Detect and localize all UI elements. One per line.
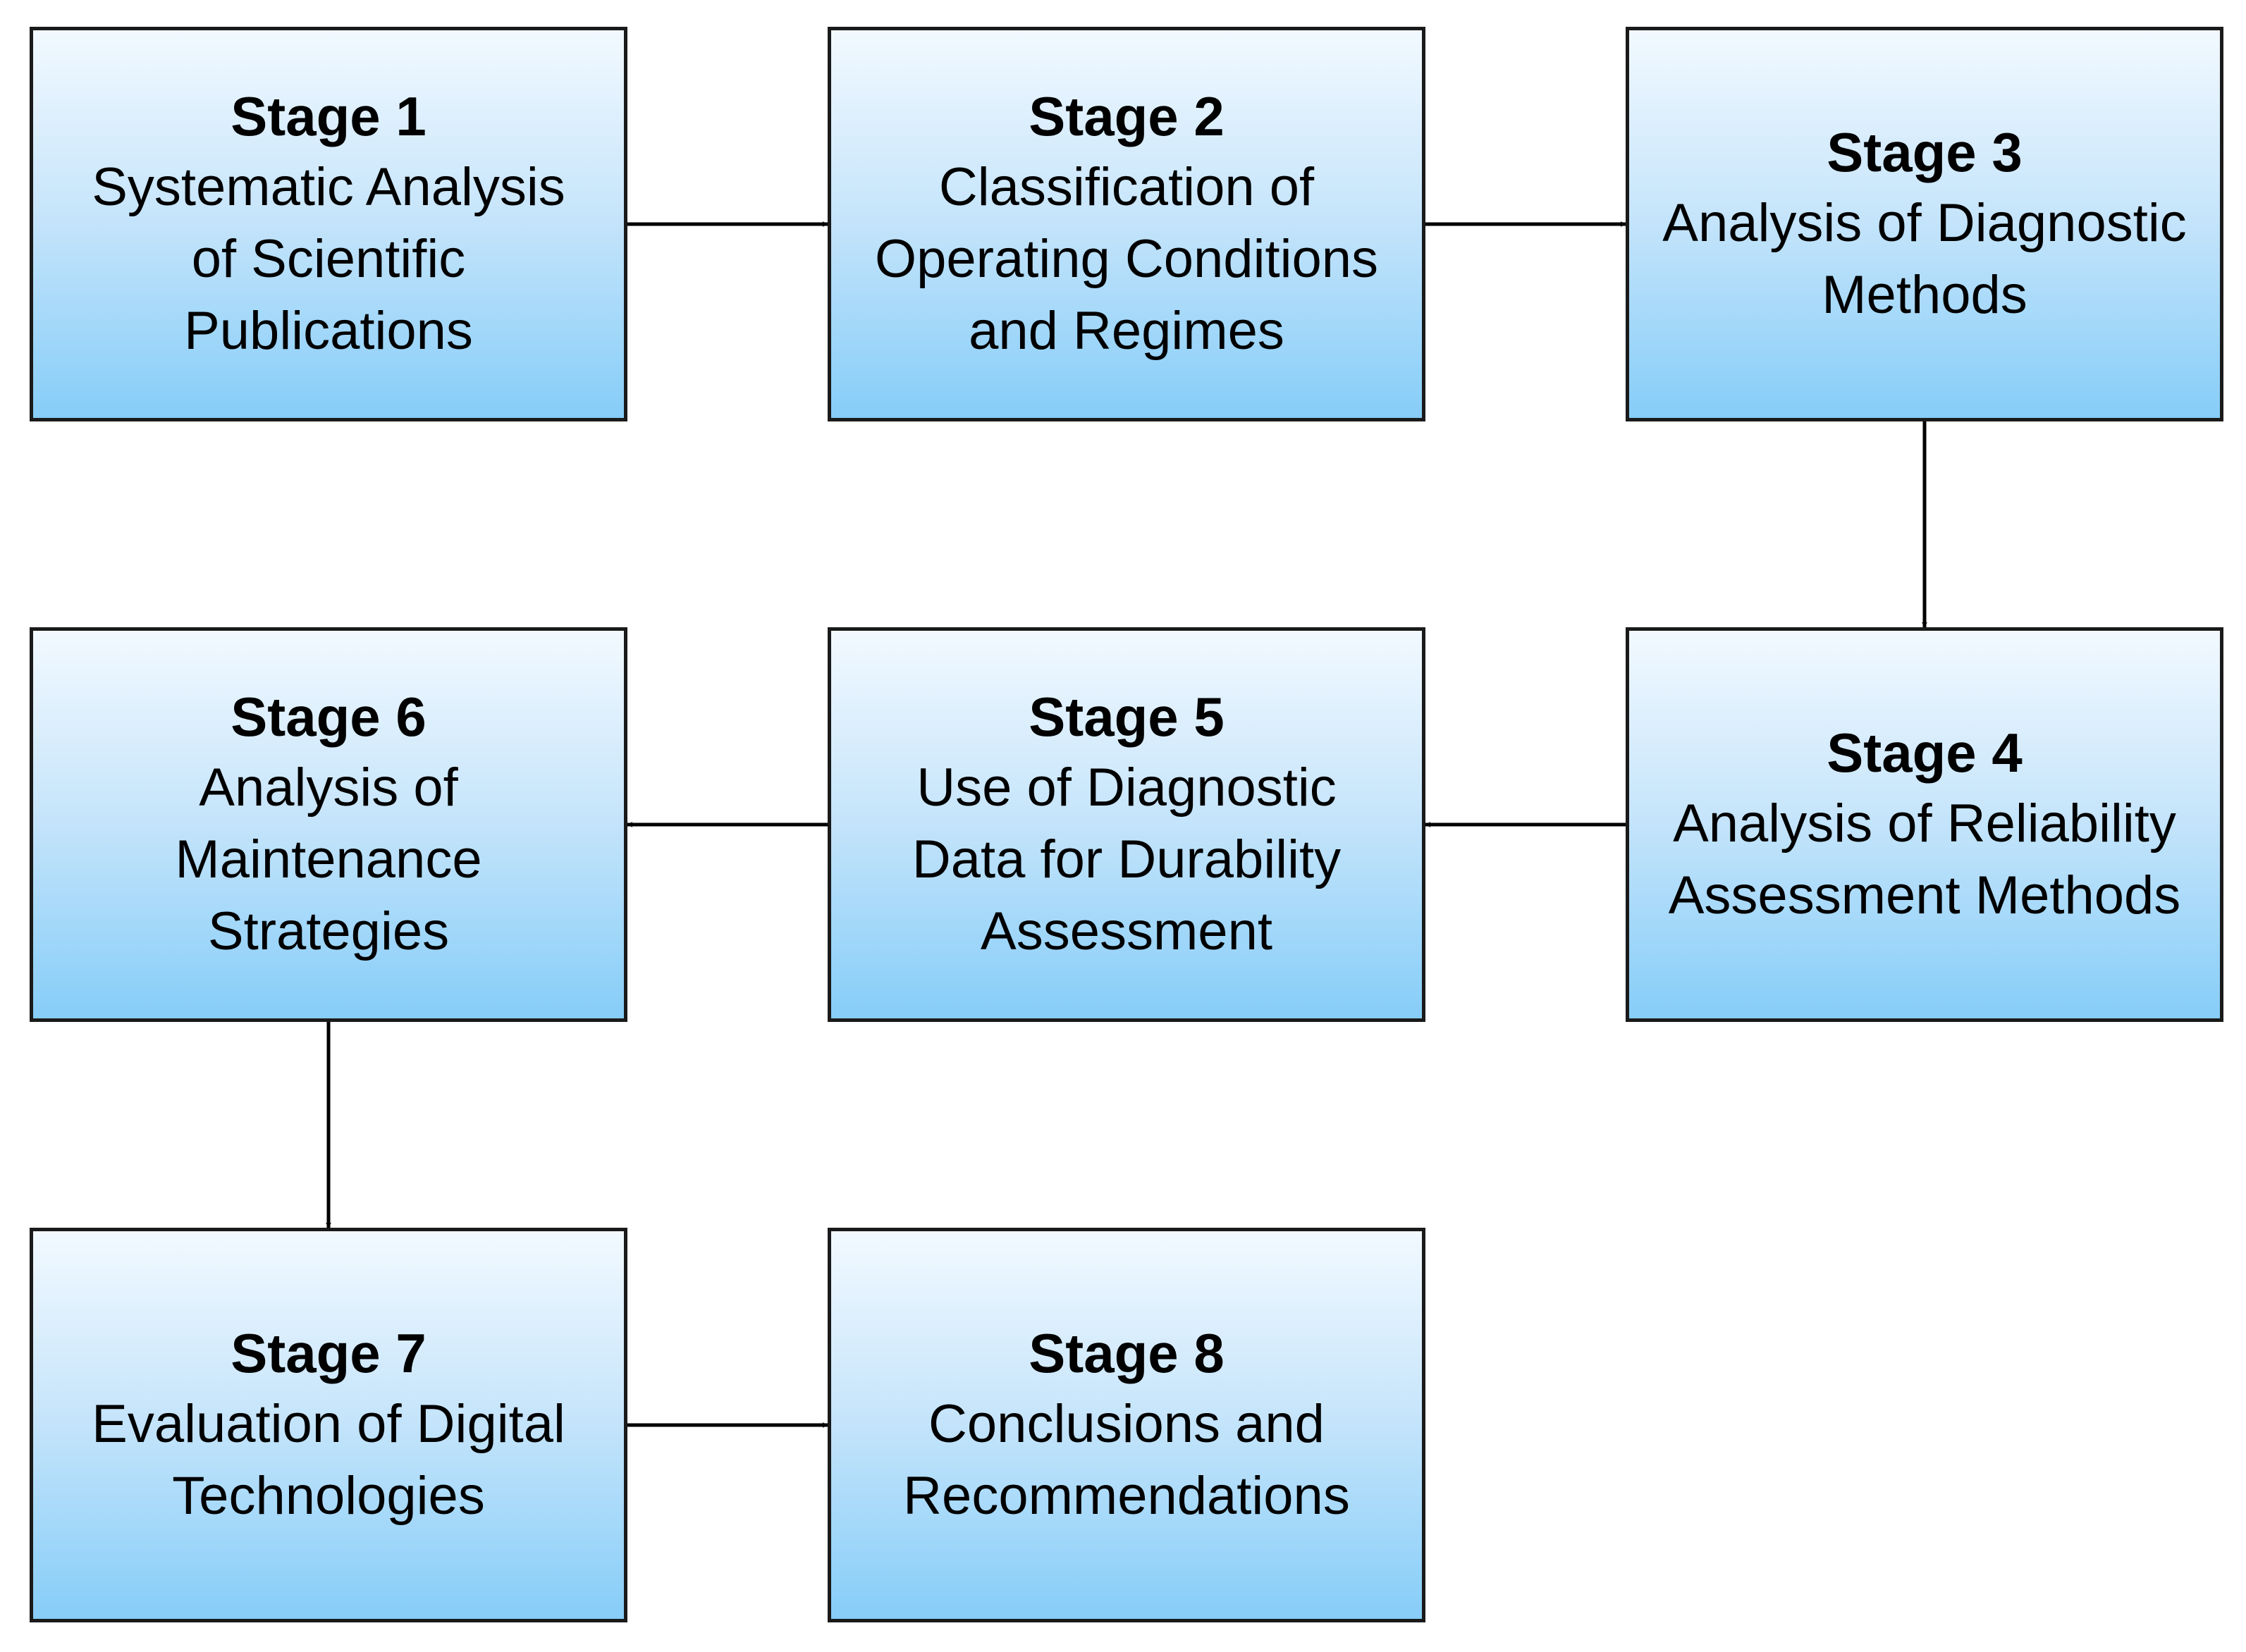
stage-2-box: Stage 2 Classification of Operating Cond…: [828, 27, 1425, 421]
stage-8-line-2: Recommendations: [903, 1466, 1350, 1526]
stage-4-box: Stage 4 Analysis of Reliability Assessme…: [1626, 627, 2223, 1022]
stage-2-line-3: and Regimes: [969, 301, 1284, 361]
stage-6-line-2: Maintenance: [175, 830, 482, 889]
stage-2-line-2: Operating Conditions: [875, 229, 1378, 289]
stage-1-line-1: Systematic Analysis: [92, 157, 565, 217]
stage-1-line-3: Publications: [184, 301, 473, 361]
stage-1-title: Stage 1: [231, 85, 427, 147]
stage-7-box: Stage 7 Evaluation of Digital Technologi…: [30, 1228, 627, 1622]
stage-8-box: Stage 8 Conclusions and Recommendations: [828, 1228, 1425, 1622]
stage-7-title: Stage 7: [231, 1322, 427, 1384]
stage-7-line-1: Evaluation of Digital: [92, 1394, 565, 1454]
stage-5-line-1: Use of Diagnostic: [916, 758, 1337, 818]
stage-8-line-1: Conclusions and: [928, 1394, 1325, 1454]
stage-8-title: Stage 8: [1029, 1322, 1225, 1384]
stage-1-line-2: of Scientific: [191, 229, 466, 289]
stage-3-box: Stage 3 Analysis of Diagnostic Methods: [1626, 27, 2223, 421]
stage-5-box: Stage 5 Use of Diagnostic Data for Durab…: [828, 627, 1425, 1022]
stage-4-title: Stage 4: [1827, 722, 2023, 784]
stage-1-box: Stage 1 Systematic Analysis of Scientifi…: [30, 27, 627, 421]
stage-4-line-1: Analysis of Reliability: [1673, 794, 2176, 853]
stage-2-line-1: Classification of: [938, 157, 1315, 217]
stage-6-line-1: Analysis of: [199, 758, 458, 818]
stage-6-box: Stage 6 Analysis of Maintenance Strategi…: [30, 627, 627, 1022]
stage-5-title: Stage 5: [1029, 686, 1225, 748]
stage-6-title: Stage 6: [231, 686, 427, 748]
stage-3-title: Stage 3: [1827, 121, 2023, 183]
stage-7-line-2: Technologies: [172, 1466, 485, 1526]
stage-4-line-2: Assessment Methods: [1668, 865, 2181, 925]
stage-2-title: Stage 2: [1029, 85, 1225, 147]
stage-6-line-3: Strategies: [207, 901, 450, 961]
stage-5-line-3: Assessment: [981, 901, 1272, 961]
stage-3-line-2: Methods: [1822, 265, 2027, 325]
stage-5-line-2: Data for Durability: [912, 830, 1342, 889]
stage-3-line-1: Analysis of Diagnostic: [1662, 193, 2187, 253]
